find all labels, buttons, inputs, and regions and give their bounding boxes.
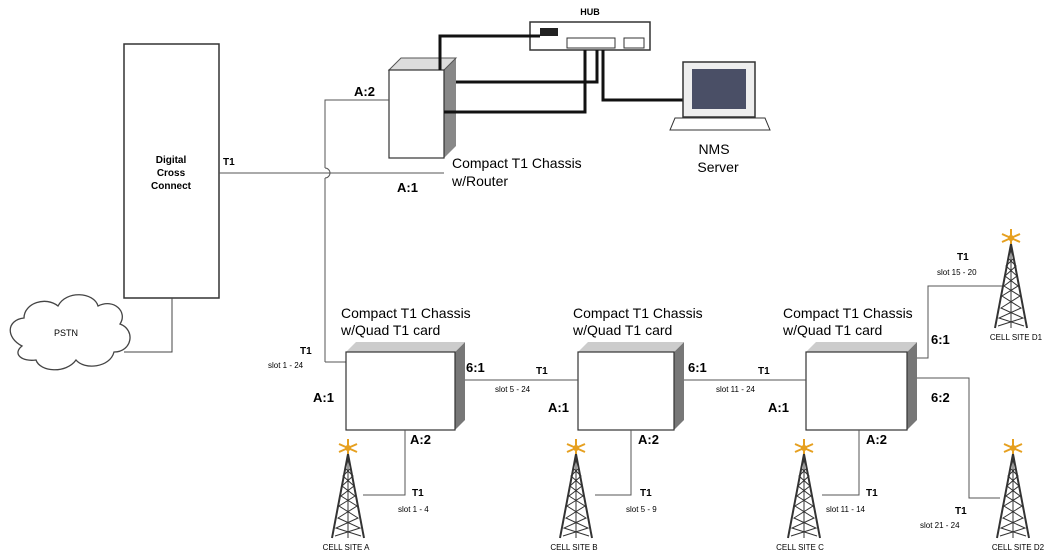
d1-t1-label: T1 — [957, 252, 969, 263]
d2-slot-label: slot 21 - 24 — [920, 521, 960, 530]
chassis-b-title2: w/Quad T1 card — [572, 322, 672, 338]
pstn-cloud — [9, 294, 131, 371]
sc-t1-label: T1 — [866, 488, 878, 499]
router-hub-link-2 — [456, 50, 599, 84]
chassis-c-port-in: A:1 — [768, 400, 789, 415]
cell-site-d2-label: CELL SITE D2 — [992, 543, 1045, 552]
quad-chassis-c — [805, 342, 917, 431]
chassis-a-port-in: A:1 — [313, 390, 334, 405]
chassis-c-port-down: A:2 — [866, 432, 887, 447]
sa-t1-label: T1 — [412, 488, 424, 499]
chassis-c-site-link — [822, 430, 860, 496]
hub-router-top-link — [438, 34, 540, 70]
cell-site-d1-label: CELL SITE D1 — [990, 333, 1043, 342]
sc-slot-label: slot 11 - 14 — [826, 505, 866, 514]
uplink-slot-label: slot 1 - 24 — [268, 361, 304, 370]
nms-server — [669, 61, 771, 131]
chassis-a-port-down: A:2 — [410, 432, 431, 447]
chassis-b-port-in: A:1 — [548, 400, 569, 415]
chassis-a-title2: w/Quad T1 card — [340, 322, 440, 338]
router-hub-link — [444, 50, 587, 114]
bc-t1-label: T1 — [758, 366, 770, 377]
router-chassis — [387, 57, 458, 159]
cell-site-a-label: CELL SITE A — [323, 543, 371, 552]
chassis-a-site-link — [363, 430, 406, 496]
chassis-c-d2-link — [917, 377, 1000, 499]
hub-device — [529, 21, 651, 51]
cell-tower-d1-icon — [994, 228, 1028, 329]
ab-t1-label: T1 — [536, 366, 548, 377]
router-port-a2: A:2 — [354, 84, 375, 99]
cell-tower-a-icon — [331, 438, 365, 539]
hub-label: HUB — [580, 7, 600, 17]
chassis-c-title2: w/Quad T1 card — [782, 322, 882, 338]
cell-site-b-label: CELL SITE B — [550, 543, 597, 552]
pstn-to-dcc-line — [124, 298, 173, 353]
cell-tower-d2-icon — [996, 438, 1030, 539]
chassis-b-title1: Compact T1 Chassis — [573, 305, 703, 321]
pstn-label: PSTN — [54, 328, 78, 338]
hub-nms-link — [601, 50, 695, 102]
sa-slot-label: slot 1 - 4 — [398, 505, 429, 514]
router-port-a1: A:1 — [397, 180, 418, 195]
nms-label-line1: NMS — [698, 141, 729, 157]
sb-slot-label: slot 5 - 9 — [626, 505, 657, 514]
digital-cross-connect — [123, 43, 220, 299]
ab-slot-label: slot 5 - 24 — [495, 385, 531, 394]
a2-to-chassis-a-link — [324, 99, 389, 168]
chassis-b-port-out: 6:1 — [688, 360, 707, 375]
chassis-a-title1: Compact T1 Chassis — [341, 305, 471, 321]
dcc-link-label: T1 — [223, 157, 235, 168]
d1-slot-label: slot 15 - 20 — [937, 268, 977, 277]
d2-t1-label: T1 — [955, 506, 967, 517]
chassis-c-d1-link — [917, 285, 1002, 359]
cell-tower-b-icon — [559, 438, 593, 539]
chassis-c-port-down2: 6:2 — [931, 390, 950, 405]
dcc-label-line1: Digital — [156, 155, 187, 166]
nms-label-line2: Server — [697, 159, 739, 175]
chassis-c-port-out: 6:1 — [931, 332, 950, 347]
dcc-label-line3: Connect — [151, 181, 192, 192]
sb-t1-label: T1 — [640, 488, 652, 499]
chassis-c-title1: Compact T1 Chassis — [783, 305, 913, 321]
quad-chassis-b — [577, 342, 684, 431]
cell-tower-c-icon — [787, 438, 821, 539]
router-chassis-title2: w/Router — [451, 173, 508, 189]
dcc-label-line2: Cross — [157, 168, 186, 179]
chassis-b-port-down: A:2 — [638, 432, 659, 447]
quad-chassis-a — [345, 342, 465, 431]
bc-slot-label: slot 11 - 24 — [716, 385, 756, 394]
router-chassis-title1: Compact T1 Chassis — [452, 155, 582, 171]
cell-site-c-label: CELL SITE C — [776, 543, 824, 552]
uplink-t1-label: T1 — [300, 346, 312, 357]
chassis-a-port-out: 6:1 — [466, 360, 485, 375]
chassis-b-site-link — [595, 430, 632, 496]
